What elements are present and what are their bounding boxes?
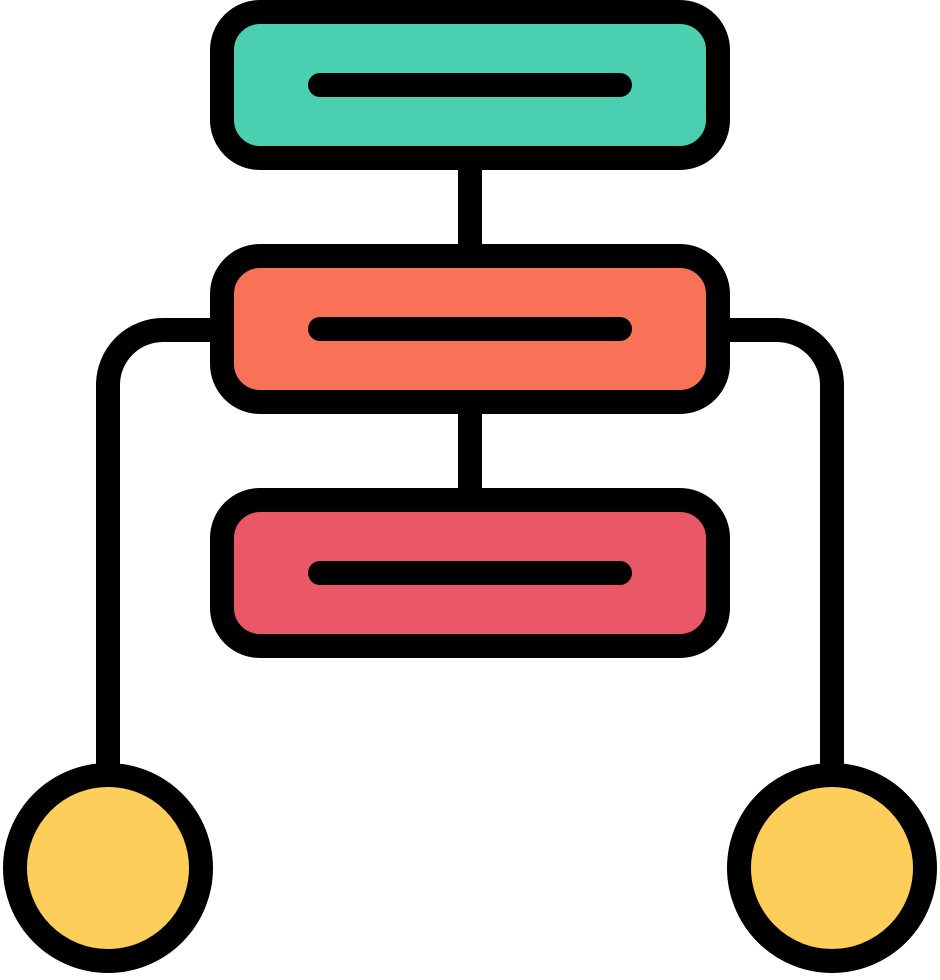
- right-circle: [727, 763, 937, 973]
- connector-middle-left-circle: [96, 318, 222, 780]
- left-circle: [3, 763, 213, 973]
- connector-middle-right-circle: [718, 318, 844, 780]
